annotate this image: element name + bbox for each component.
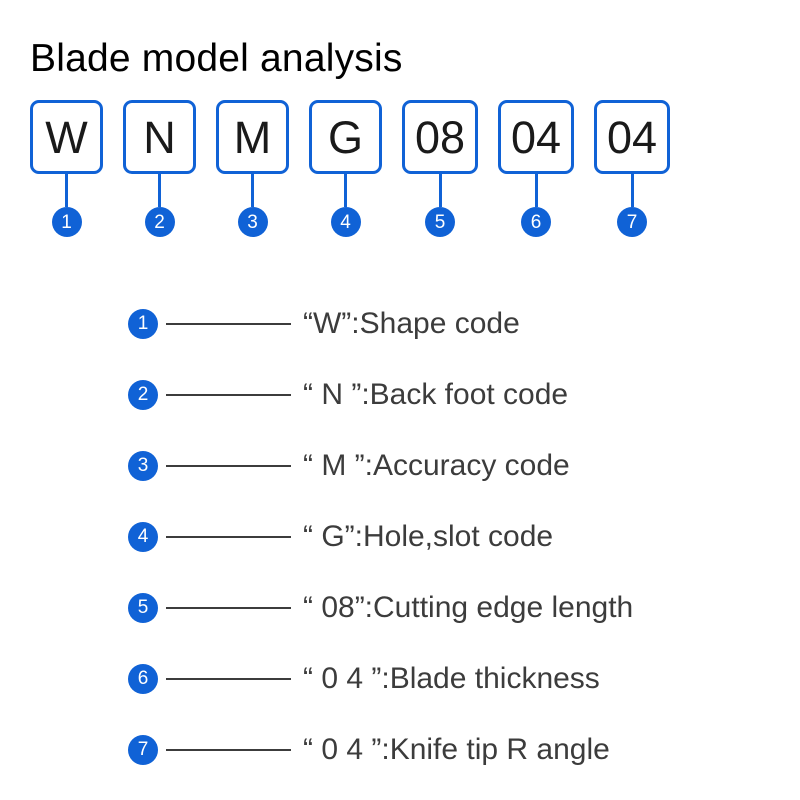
code-cell-1: W 1: [30, 100, 103, 237]
legend-item-7: 7 “ 0 4 ”:Knife tip R angle: [128, 714, 788, 785]
code-cell-7: 04 7: [594, 100, 670, 237]
code-boxes-row: W 1 N 2 M 3 G 4 08 5 04 6 04 7: [30, 100, 670, 237]
legend-marker-1: 1: [128, 308, 158, 339]
code-marker-3: 3: [237, 207, 268, 237]
legend-item-6: 6 “ 0 4 ”:Blade thickness: [128, 643, 788, 714]
code-box-6: 04: [498, 100, 574, 174]
legend-connector-4: [166, 535, 291, 538]
legend-marker-4: 4: [128, 521, 158, 552]
code-marker-7: 7: [617, 207, 647, 237]
code-marker-2: 2: [144, 207, 175, 237]
legend-item-5: 5 “ 08”:Cutting edge length: [128, 572, 788, 643]
legend-label-3: “ M ”:Accuracy code: [303, 448, 570, 482]
code-box-4: G: [309, 100, 382, 174]
code-stem-4: [344, 174, 347, 207]
legend-marker-3: 3: [128, 450, 158, 481]
code-marker-6: 6: [521, 207, 551, 237]
legend-connector-6: [166, 677, 291, 680]
code-box-3: M: [216, 100, 289, 174]
legend-connector-3: [166, 464, 291, 467]
code-cell-2: N 2: [123, 100, 196, 237]
code-cell-5: 08 5: [402, 100, 478, 237]
code-stem-6: [534, 174, 538, 207]
code-cell-4: G 4: [309, 100, 382, 237]
legend-connector-2: [166, 393, 291, 396]
code-box-7: 04: [594, 100, 670, 174]
legend-marker-5: 5: [128, 592, 158, 623]
legend-connector-5: [166, 606, 291, 609]
code-stem-3: [251, 174, 254, 207]
legend-list: 1 “W”:Shape code 2 “ N ”:Back foot code …: [128, 288, 788, 785]
code-box-1: W: [30, 100, 103, 174]
page-title: Blade model analysis: [30, 37, 403, 80]
code-stem-7: [630, 174, 634, 207]
legend-label-6: “ 0 4 ”:Blade thickness: [303, 661, 600, 695]
code-stem-1: [65, 174, 68, 207]
code-cell-3: M 3: [216, 100, 289, 237]
legend-marker-7: 7: [128, 734, 158, 765]
legend-label-7: “ 0 4 ”:Knife tip R angle: [303, 732, 610, 766]
code-stem-5: [438, 174, 442, 207]
legend-item-4: 4 “ G”:Hole,slot code: [128, 501, 788, 572]
legend-connector-7: [166, 748, 291, 751]
code-cell-6: 04 6: [498, 100, 574, 237]
legend-item-1: 1 “W”:Shape code: [128, 288, 788, 359]
code-box-5: 08: [402, 100, 478, 174]
legend-label-5: “ 08”:Cutting edge length: [303, 590, 634, 624]
code-marker-1: 1: [51, 207, 82, 237]
code-marker-5: 5: [425, 207, 455, 237]
legend-label-1: “W”:Shape code: [303, 306, 520, 340]
legend-label-2: “ N ”:Back foot code: [303, 377, 569, 411]
code-box-2: N: [123, 100, 196, 174]
legend-item-3: 3 “ M ”:Accuracy code: [128, 430, 788, 501]
legend-item-2: 2 “ N ”:Back foot code: [128, 359, 788, 430]
legend-marker-2: 2: [128, 379, 158, 410]
legend-connector-1: [166, 322, 291, 325]
legend-label-4: “ G”:Hole,slot code: [303, 519, 554, 553]
legend-marker-6: 6: [128, 663, 158, 694]
code-stem-2: [158, 174, 161, 207]
code-marker-4: 4: [330, 207, 361, 237]
